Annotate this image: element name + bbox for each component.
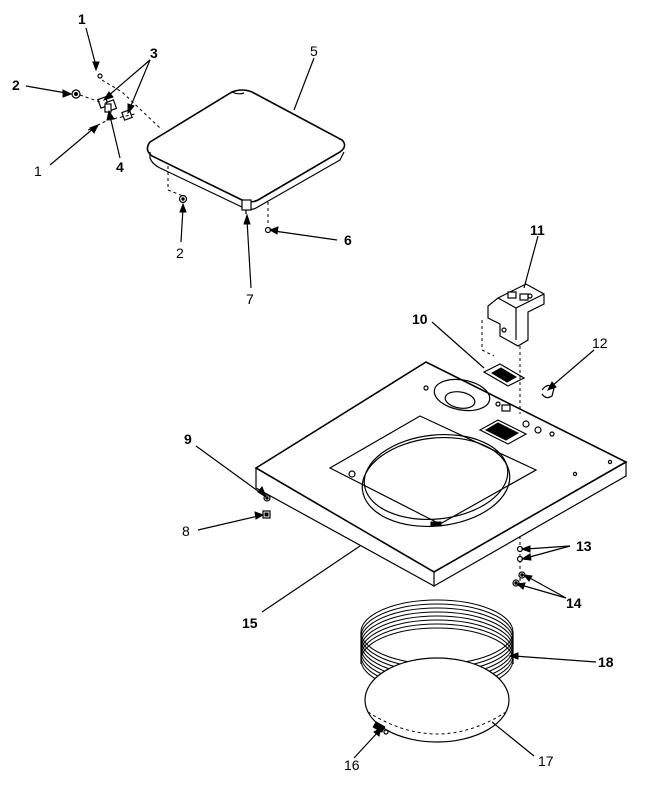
switch-opening xyxy=(478,419,613,477)
label-1b: 1 xyxy=(34,163,42,179)
label-2a: 2 xyxy=(12,77,20,93)
label-12: 12 xyxy=(592,335,608,351)
front-left-hardware xyxy=(262,494,271,519)
label-17: 17 xyxy=(538,753,554,769)
lid-pin xyxy=(241,199,252,214)
label-4: 4 xyxy=(116,159,124,175)
label-18: 18 xyxy=(598,654,614,670)
right-corner-hardware xyxy=(512,536,526,587)
clip xyxy=(541,384,555,399)
top-panel xyxy=(254,361,628,588)
lid-assembly-lines xyxy=(79,79,269,226)
label-1a: 1 xyxy=(78,11,86,27)
part-labels: 1 2 3 1 4 5 2 6 7 9 8 10 11 12 13 14 15 … xyxy=(12,11,614,773)
label-13: 13 xyxy=(576,538,592,554)
label-10: 10 xyxy=(412,311,428,327)
tub-cover xyxy=(364,657,510,743)
lid xyxy=(146,89,346,211)
label-3: 3 xyxy=(150,45,158,61)
switch-bracket xyxy=(481,283,545,414)
bezel xyxy=(482,363,526,387)
hinge xyxy=(97,96,133,121)
label-11: 11 xyxy=(530,222,545,238)
label-15: 15 xyxy=(242,615,258,631)
label-5: 5 xyxy=(310,43,318,59)
lid-assembly xyxy=(71,73,346,234)
label-6: 6 xyxy=(344,232,352,248)
dispenser-area xyxy=(423,378,511,412)
label-7: 7 xyxy=(246,291,254,307)
tub-opening xyxy=(328,415,538,528)
label-8: 8 xyxy=(182,523,190,539)
label-16: 16 xyxy=(344,757,360,773)
label-2b: 2 xyxy=(176,245,184,261)
leader-lines xyxy=(25,27,597,759)
label-9: 9 xyxy=(184,431,192,447)
label-14: 14 xyxy=(566,595,582,611)
